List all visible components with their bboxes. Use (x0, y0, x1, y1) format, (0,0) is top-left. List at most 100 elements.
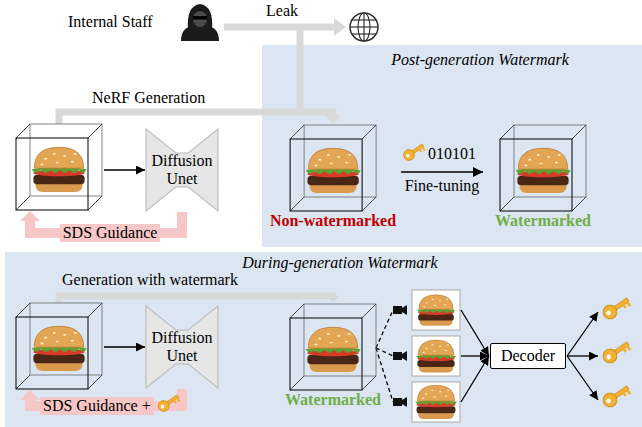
cube-back-face (304, 304, 376, 376)
edge-label: Fine-tuning (405, 177, 480, 195)
arrow-head (334, 18, 346, 36)
cube-edge (362, 197, 376, 211)
label-holder: SDS Guidance (60, 224, 161, 242)
key-tooth (622, 304, 627, 309)
label-holder: Generation with watermark (62, 271, 238, 289)
key-tooth (422, 147, 426, 152)
key-tooth (626, 345, 631, 351)
burger-illustration (31, 147, 86, 192)
key-icon (600, 294, 631, 322)
sesame-seed (318, 338, 321, 340)
bottom-bun (419, 366, 454, 372)
sesame-seed (44, 337, 47, 339)
cube-front-face (16, 317, 88, 389)
sesame-seed (422, 352, 424, 353)
view-to-decoder-arrow (461, 355, 489, 356)
sesame-seed (40, 164, 43, 166)
hacker-hood (188, 4, 213, 30)
leak-source-line (297, 27, 304, 112)
rendered-view-frame (412, 382, 460, 422)
patty (307, 176, 358, 186)
nerf-cube (290, 125, 376, 211)
sesame-seed (537, 154, 540, 156)
key-icon (600, 382, 631, 410)
burger-illustration (415, 385, 457, 419)
hacker-glasses (193, 16, 207, 20)
sesame-seed (327, 333, 330, 335)
bottom-bun (519, 184, 567, 193)
cube-front-face (500, 139, 572, 211)
cube-edge (16, 375, 30, 389)
label-holder: Leak (266, 2, 298, 20)
generation-arrow (104, 346, 145, 347)
bottom-bun (309, 363, 357, 372)
key-tooth (626, 389, 631, 395)
sesame-seed (40, 343, 43, 345)
view-to-decoder-arrow (461, 310, 489, 356)
burger-illustration (417, 295, 455, 326)
sesame-seed (447, 390, 449, 391)
label-holder: SDS Guidance + (40, 397, 154, 415)
text-label: Leak (266, 2, 298, 20)
bottom-bun (309, 184, 357, 193)
node-text: During-generation Watermark (242, 254, 437, 272)
sesame-seed (447, 344, 449, 345)
sesame-seed (63, 155, 66, 157)
cube-back-face (30, 124, 102, 196)
decoder-output-arrow (567, 356, 598, 400)
patty (33, 175, 84, 185)
key-icon (600, 338, 631, 366)
hacker-face (193, 11, 207, 27)
bottom-bun (418, 413, 454, 419)
key-icon (401, 141, 426, 163)
cube-edge (88, 124, 102, 138)
cube-edge (290, 376, 304, 390)
label-holder: NeRF Generation (92, 89, 205, 107)
sesame-seed (327, 154, 330, 156)
cube-edge (500, 197, 514, 211)
sesame-seed (56, 341, 59, 343)
sesame-seed (555, 162, 558, 164)
cube-back-face (304, 125, 376, 197)
nerf-cube (16, 303, 102, 389)
sesame-seed (63, 334, 66, 336)
key-icon (156, 392, 181, 414)
unet-block: Diffusion Unet (145, 128, 219, 212)
cube-edge (88, 196, 102, 210)
key-tooth (176, 398, 180, 403)
globe-outline (350, 13, 378, 41)
unet-outline (146, 306, 218, 388)
sesame-seed (71, 340, 74, 342)
camera-icon (393, 397, 407, 407)
sesame-seed (318, 159, 321, 161)
key-hole (405, 153, 410, 158)
cube-edge (16, 196, 30, 210)
nerf-cube-frame (483, 124, 603, 212)
patty (417, 360, 454, 367)
bottom-bun (35, 362, 83, 371)
globe-parallel (352, 33, 376, 34)
camera-body (393, 306, 402, 314)
burger-illustration (416, 340, 456, 372)
sesame-seed (431, 390, 433, 391)
arrow-head (325, 115, 341, 124)
key-bow (600, 302, 619, 321)
sesame-seed (558, 154, 561, 156)
arrow-head (20, 211, 40, 221)
globe-parallel (350, 26, 378, 27)
node-text: Non-watermarked (270, 212, 396, 230)
sesame-seed (314, 344, 317, 346)
node-text: Post-generation Watermark (391, 51, 569, 69)
node-text: Diffusion Unet (147, 329, 217, 364)
unet-block: Diffusion Unet (145, 305, 219, 389)
key-hole (605, 354, 611, 360)
cube-edge (572, 125, 586, 139)
cube-edge (290, 304, 304, 318)
rendered-view-frame (412, 336, 460, 376)
sesame-seed (439, 300, 441, 301)
camera-body (393, 352, 402, 360)
top-bun (34, 147, 83, 168)
nerf-cube (16, 124, 102, 210)
nerf-cube-frame (265, 124, 401, 212)
